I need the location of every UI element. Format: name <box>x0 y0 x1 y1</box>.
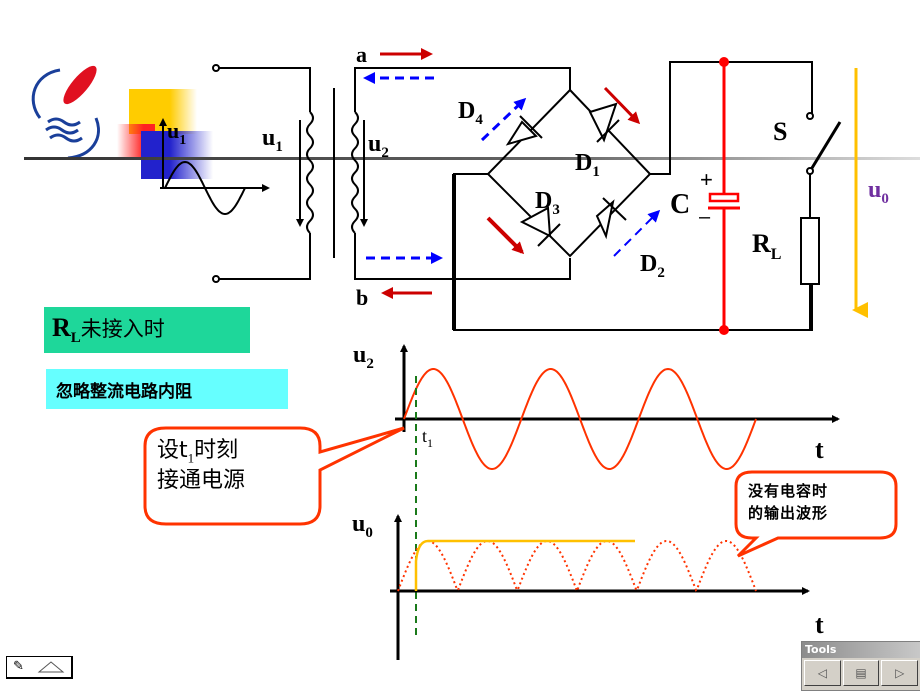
u2-series-line <box>403 367 757 471</box>
u0-x-label: t <box>815 610 824 639</box>
callout-t1-text: 设t1时刻 接通电源 <box>157 438 246 494</box>
diode-d1 <box>588 102 620 143</box>
arrow-d1 <box>603 86 641 125</box>
arrow-d2 <box>613 209 661 257</box>
callout-no-cap-bubble <box>734 470 898 558</box>
chart-u0: u0 t <box>352 511 824 660</box>
switch-label: S <box>773 117 787 146</box>
arrow-d4 <box>480 97 527 142</box>
next-slide-button[interactable]: ▷ <box>881 660 919 686</box>
u0-rectified-series <box>397 540 757 594</box>
switch-s[interactable] <box>806 112 842 175</box>
capacitor <box>708 57 740 335</box>
menu-icon: ▤ <box>855 665 867 680</box>
callout-no-cap-text: 没有电容时 的输出波形 <box>748 482 829 522</box>
rl-label: RL <box>752 229 781 263</box>
rl-not-connected-note: RL未接入时 <box>44 307 250 353</box>
input-waveform-icon <box>159 118 270 216</box>
d3-label: D3 <box>535 188 560 218</box>
transformer <box>212 64 571 283</box>
arrow-right-icon: ▷ <box>895 665 905 680</box>
pen-icon[interactable]: ✎ <box>13 658 24 673</box>
chart-u2: u2 t t1 <box>353 342 840 471</box>
input-terminal-top <box>212 64 220 72</box>
capacitor-plus: + <box>700 167 713 192</box>
capacitor-label: C <box>670 189 690 220</box>
diode-d4 <box>505 115 543 146</box>
u2-label: u2 <box>368 131 389 161</box>
u0-capacitor-series <box>414 539 635 591</box>
u1-label: u1 <box>262 125 283 155</box>
arrow-left-icon: ◁ <box>817 665 827 680</box>
diode-d3 <box>519 206 561 247</box>
arrow-d3 <box>486 216 525 255</box>
callout-t1-bubble <box>143 426 405 526</box>
positive-half-current-arrows <box>380 48 641 299</box>
t1-marker-label: t1 <box>422 426 433 450</box>
tools-toolbar: Tools ◁ ▤ ▷ <box>801 641 920 691</box>
u0-y-label: u0 <box>352 511 373 541</box>
node-a-label: a <box>356 42 367 67</box>
input-terminal-bottom <box>212 275 220 283</box>
triangle-menu-icon[interactable] <box>37 660 65 674</box>
u2-x-label: t <box>815 435 824 464</box>
d1-label: D1 <box>575 150 600 180</box>
ignore-resistance-note: 忽略整流电路内阻 <box>46 369 288 409</box>
negative-half-current-arrows <box>363 72 661 264</box>
d4-label: D4 <box>458 98 483 128</box>
load-resistor <box>800 174 820 330</box>
slide-decoration <box>24 89 920 179</box>
logo <box>31 65 100 160</box>
u2-y-label: u2 <box>353 342 374 372</box>
node-b-label: b <box>356 285 368 310</box>
u0-circuit-label: u0 <box>868 177 889 207</box>
previous-slide-button[interactable]: ◁ <box>804 660 841 686</box>
d2-label: D2 <box>640 251 665 281</box>
capacitor-minus: – <box>699 206 711 228</box>
input-u1-label: u1 <box>167 118 186 148</box>
slide-menu-button[interactable]: ▤ <box>842 660 880 686</box>
bridge-rectifier <box>452 61 813 331</box>
slide-show-control[interactable]: ✎ <box>6 656 73 679</box>
tools-title: Tools <box>802 642 920 658</box>
diode-d2 <box>595 197 627 240</box>
